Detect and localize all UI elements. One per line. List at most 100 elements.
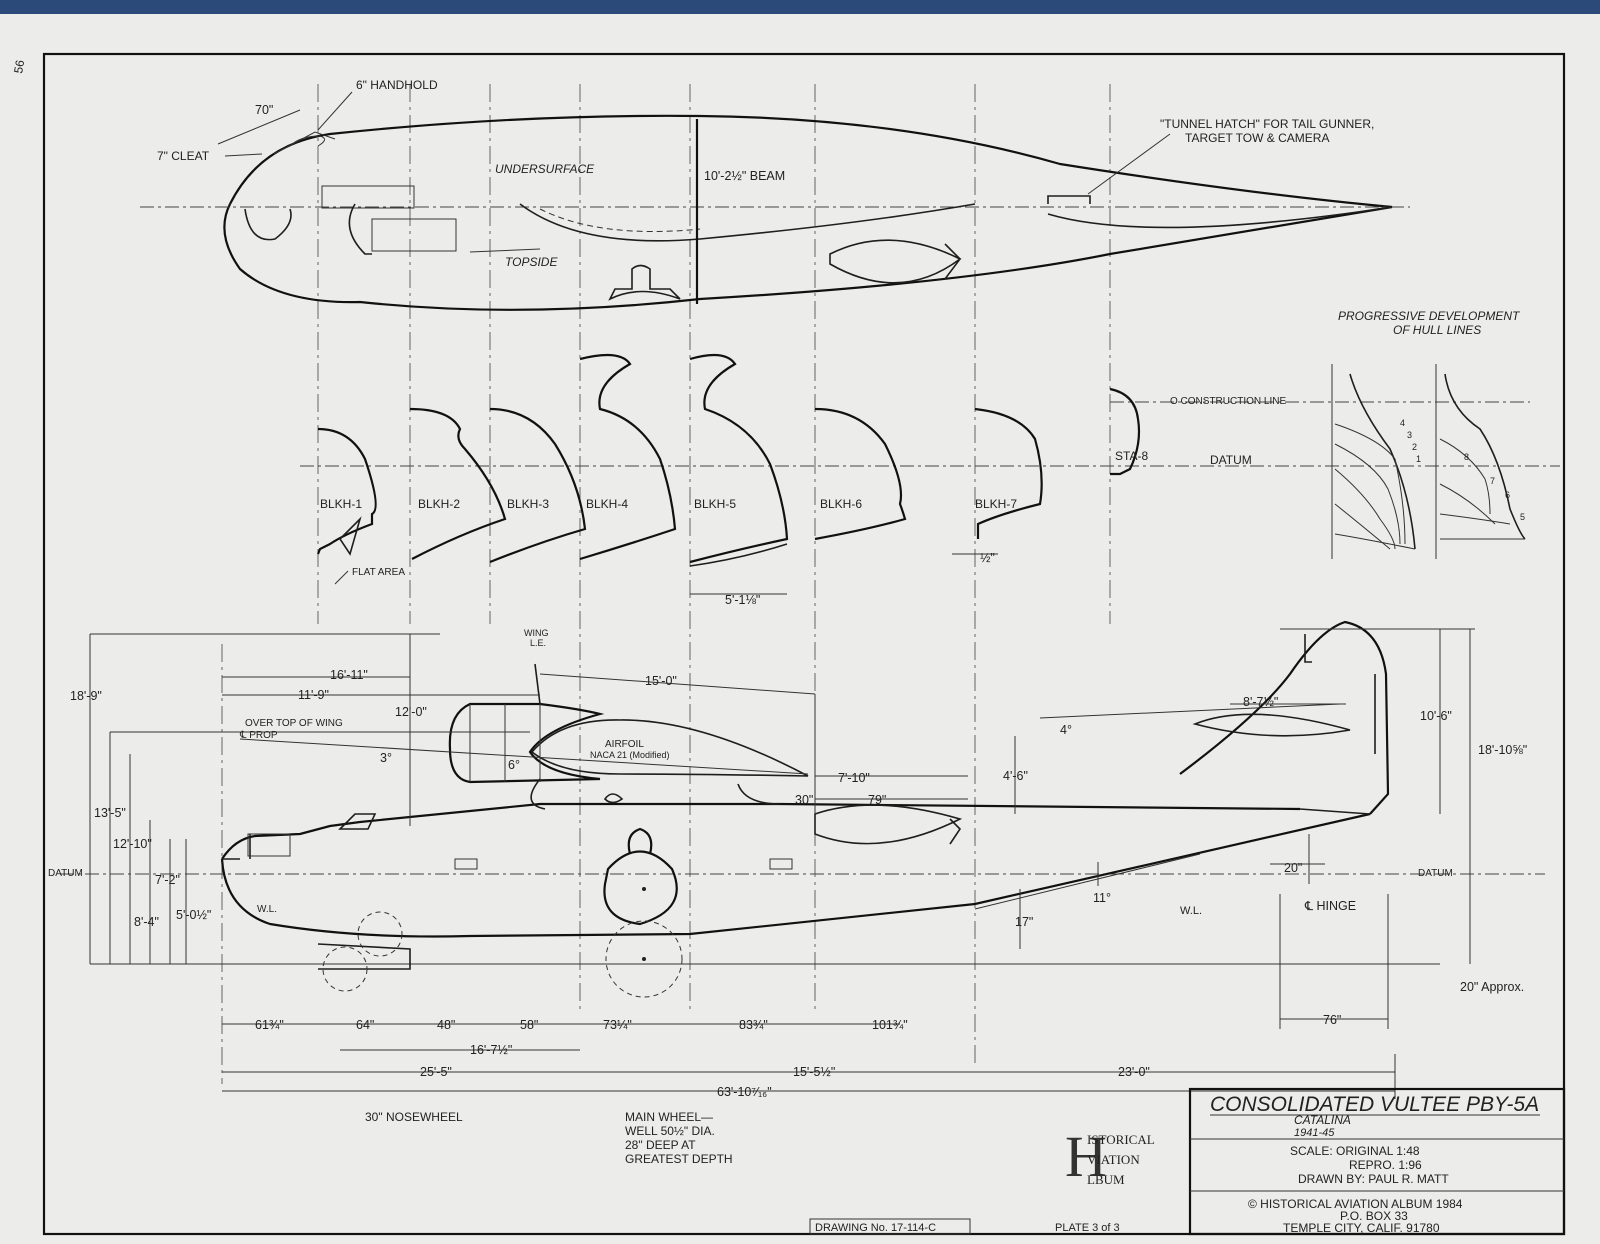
drawing-number-box <box>809 1218 971 1235</box>
dim-3deg: 3° <box>380 751 392 765</box>
progressive-hull-lines: 4 3 2 1 8 7 6 5 <box>1331 364 1526 559</box>
hull-lines-drawing: 56 6" HANDHOLD 70" 7 <box>11 52 1566 1236</box>
bulkhead-label: STA-8 <box>1115 449 1148 463</box>
drawing-sheet: 56 6" HANDHOLD 70" 7 <box>0 14 1600 1244</box>
dim-76: 76" <box>1323 1013 1341 1027</box>
plate-number: PLATE 3 of 3 <box>1055 1222 1120 1234</box>
dim-12-0: 12'-0" <box>395 705 427 719</box>
wing-and-engine <box>239 663 816 814</box>
progressive-title-2: OF HULL LINES <box>1393 323 1481 337</box>
dim-20: 20" <box>1284 861 1302 875</box>
undersurface-label: UNDERSURFACE <box>495 162 595 176</box>
dim-6deg: 6° <box>508 758 520 772</box>
main-wheel-note-3: 28" DEEP AT <box>625 1138 696 1152</box>
station-spacing: 58" <box>520 1018 538 1032</box>
bulkhead-label: BLKH-2 <box>418 497 460 511</box>
dim-23-0: 23'-0" <box>1118 1065 1150 1079</box>
dim-5-1: 5'-1⅛" <box>725 593 760 607</box>
bulkhead-label: BLKH-4 <box>586 497 628 511</box>
historical-aviation-album-logo: H ISTORICAL VIATION LBUM <box>1065 1124 1155 1189</box>
bulkhead-labels: BLKH-1 BLKH-2 BLKH-3 BLKH-4 BLKH-5 BLKH-… <box>320 309 1521 607</box>
dim-18-9: 18'-9" <box>70 689 102 703</box>
side-view-dimensions: 18'-9" 16'-11" 11'-9" 15'-0" WING L.E. 1… <box>48 628 1527 1029</box>
prop-label: ℄ PROP <box>239 730 278 741</box>
station-spacing: 64" <box>356 1018 374 1032</box>
bulkhead-sections <box>316 353 1141 567</box>
logo-h: H <box>1065 1124 1107 1189</box>
tunnel-hatch-label-1: "TUNNEL HATCH" FOR TAIL GUNNER, <box>1160 117 1374 131</box>
drawing-border <box>42 52 1566 1236</box>
logo-line-1: ISTORICAL <box>1087 1132 1155 1147</box>
logo-line-2: VIATION <box>1087 1152 1140 1167</box>
tunnel-hatch-label-2: TARGET TOW & CAMERA <box>1185 131 1329 145</box>
copyright: © HISTORICAL AVIATION ALBUM 1984 <box>1248 1197 1463 1211</box>
main-wheel-note-4: GREATEST DEPTH <box>625 1152 733 1166</box>
beam-label: 10'-2½" BEAM <box>704 169 785 183</box>
station-spacing: 83¾" <box>739 1018 768 1032</box>
over-top-label: OVER TOP OF WING <box>245 718 343 729</box>
dim-11deg: 11° <box>1093 891 1111 905</box>
drawing-number: DRAWING No. 17-114-C <box>815 1222 936 1234</box>
bottom-station-dimensions: 61¾" 64" 48" 58" 73¼" 83¾" 101¾" 16'-7½"… <box>222 1018 1396 1099</box>
wl-label-left: W.L. <box>257 904 277 915</box>
wing-le-label-2: L.E. <box>530 638 546 648</box>
title-block: CONSOLIDATED VULTEE PBY-5A CATALINA 1941… <box>1188 1087 1566 1236</box>
naca-label: NACA 21 (Modified) <box>590 750 670 760</box>
station-spacing: 48" <box>437 1018 455 1032</box>
progressive-title-1: PROGRESSIVE DEVELOPMENT <box>1338 309 1521 323</box>
topside-label: TOPSIDE <box>505 255 558 269</box>
dim-70: 70" <box>255 103 273 117</box>
scale-original: SCALE: ORIGINAL 1:48 <box>1290 1144 1420 1158</box>
bulkhead-label: BLKH-5 <box>694 497 736 511</box>
station-number: 8 <box>1464 452 1469 462</box>
station-number: 6 <box>1505 490 1510 500</box>
dim-11-9: 11'-9" <box>298 688 329 702</box>
logo-line-3: LBUM <box>1087 1172 1125 1187</box>
bulkhead-label: BLKH-6 <box>820 497 862 511</box>
bulkhead-label: BLKH-3 <box>507 497 549 511</box>
datum-label-right: DATUM <box>1418 868 1453 879</box>
half-inch-dim: ½" <box>980 551 995 565</box>
subtitle: CATALINA <box>1294 1113 1351 1127</box>
handhold-label: 6" HANDHOLD <box>356 78 438 92</box>
nosewheel-note: 30" NOSEWHEEL <box>365 1110 463 1124</box>
hinge-label: ℄ HINGE <box>1304 899 1356 913</box>
dim-12-10: 12'-10" <box>113 837 152 851</box>
station-number: 3 <box>1407 430 1412 440</box>
years: 1941-45 <box>1294 1127 1335 1139</box>
main-wheel-note-2: WELL 50½" DIA. <box>625 1124 715 1138</box>
dim-15-0: 15'-0" <box>645 674 677 688</box>
datum-label-left: DATUM <box>48 868 83 879</box>
bulkhead-label: BLKH-7 <box>975 497 1017 511</box>
dim-25-5: 25'-5" <box>420 1065 452 1079</box>
dim-4-6: 4'-6" <box>1003 769 1028 783</box>
dim-18-10: 18'-10⅝" <box>1478 743 1527 757</box>
cleat-label: 7" CLEAT <box>157 149 210 163</box>
wing-le-label: WING <box>524 628 549 638</box>
station-number: 1 <box>1416 454 1421 464</box>
bulkhead-label: BLKH-1 <box>320 497 362 511</box>
main-wheel-note-1: MAIN WHEEL— <box>625 1110 713 1124</box>
dim-30: 30" <box>795 793 813 807</box>
dim-16-7: 16'-7½" <box>470 1043 512 1057</box>
dim-63-10: 63'-10⁷⁄₁₆" <box>717 1085 772 1099</box>
dim-7-2: 7'-2" <box>155 873 180 887</box>
airfoil-label: AIRFOIL <box>605 739 644 750</box>
dim-7-10: 7'-10" <box>838 771 870 785</box>
flat-area-label: FLAT AREA <box>352 567 405 578</box>
datum-label-bulkheads: DATUM <box>1210 453 1252 467</box>
scale-repro: REPRO. 1:96 <box>1349 1158 1422 1172</box>
dim-16-11: 16'-11" <box>330 668 368 682</box>
station-spacing: 101¾" <box>872 1018 908 1032</box>
dim-17: 17" <box>1015 915 1033 929</box>
dim-5-0: 5'-0½" <box>176 908 211 922</box>
dim-20-approx: 20" Approx. <box>1460 980 1524 994</box>
page-number-mark: 56 <box>11 59 27 75</box>
dim-8-7: 8'-7½" <box>1243 695 1278 709</box>
construction-line-label: O CONSTRUCTION LINE <box>1170 396 1286 407</box>
dim-13-5: 13'-5" <box>94 806 126 820</box>
city: TEMPLE CITY, CALIF. 91780 <box>1283 1221 1440 1235</box>
side-view-hull <box>60 620 1545 998</box>
station-number: 5 <box>1520 512 1525 522</box>
station-spacing: 73¼" <box>603 1018 632 1032</box>
